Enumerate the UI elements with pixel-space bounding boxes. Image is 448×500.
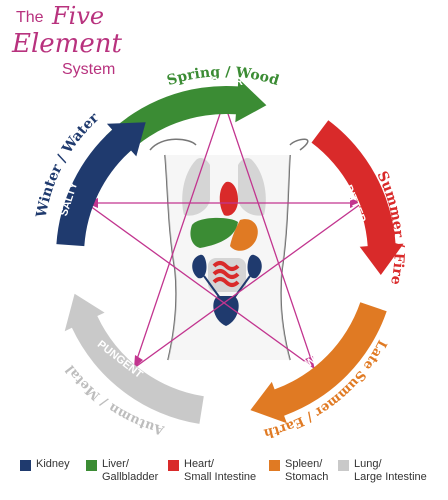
body-silhouette	[149, 138, 309, 361]
heart-organ	[219, 181, 238, 216]
cycle-arrow-winter	[56, 122, 146, 247]
legend-label: Large Intestine	[354, 471, 427, 483]
legend-label: Liver/	[102, 458, 129, 470]
legend-item-kidney: Kidney	[20, 458, 70, 471]
kidney-left	[192, 254, 207, 279]
body-outline	[149, 138, 309, 151]
legend-item-lung: Lung/Large Intestine	[338, 458, 427, 484]
legend-label: Spleen/	[285, 458, 323, 470]
legend-item-spleen: Spleen/Stomach	[269, 458, 328, 484]
star-arrowhead	[350, 198, 362, 208]
square-swatch-icon	[86, 460, 97, 471]
ureter-left	[203, 275, 221, 299]
organ-legend: Kidney Liver/Gallbladder Heart/Small Int…	[0, 452, 448, 498]
bladder-organ	[213, 296, 239, 326]
kidney-right	[247, 254, 262, 279]
square-swatch-icon	[269, 460, 280, 471]
star-arrowhead	[305, 356, 314, 368]
legend-label: Lung/	[354, 458, 382, 470]
title-element: Element	[11, 29, 122, 59]
cycle-arrow-autumn	[64, 293, 204, 424]
legend-label: Heart/	[184, 458, 214, 470]
square-swatch-icon	[20, 460, 31, 471]
star-arrowhead	[134, 355, 143, 368]
lung-left	[182, 157, 210, 216]
title-system: System	[62, 61, 115, 78]
liver-organ	[190, 217, 238, 248]
legend-label: Gallbladder	[102, 471, 159, 483]
title-the: The	[16, 9, 44, 26]
legend-item-liver: Liver/Gallbladder	[86, 458, 158, 484]
small-intestine	[212, 261, 240, 287]
stomach-organ	[230, 219, 258, 251]
legend-label: Stomach	[285, 471, 329, 483]
title-five: Five	[51, 2, 104, 30]
cycle-arrow-late-summer	[250, 302, 387, 424]
cycle-arrow-summer	[311, 120, 404, 275]
diagram-title: The Five Element System	[11, 2, 122, 78]
cycle-arrow-spring	[105, 78, 267, 156]
lung-right	[238, 157, 266, 216]
square-swatch-icon	[168, 460, 179, 471]
square-swatch-icon	[338, 460, 349, 471]
legend-label: Kidney	[36, 458, 70, 470]
star-lines	[83, 99, 365, 370]
legend-item-heart: Heart/Small Intestine	[168, 458, 256, 484]
generation-cycle	[56, 78, 404, 424]
legend-label: Small Intestine	[184, 471, 257, 483]
taste-label-sour: SOUR	[211, 76, 243, 88]
